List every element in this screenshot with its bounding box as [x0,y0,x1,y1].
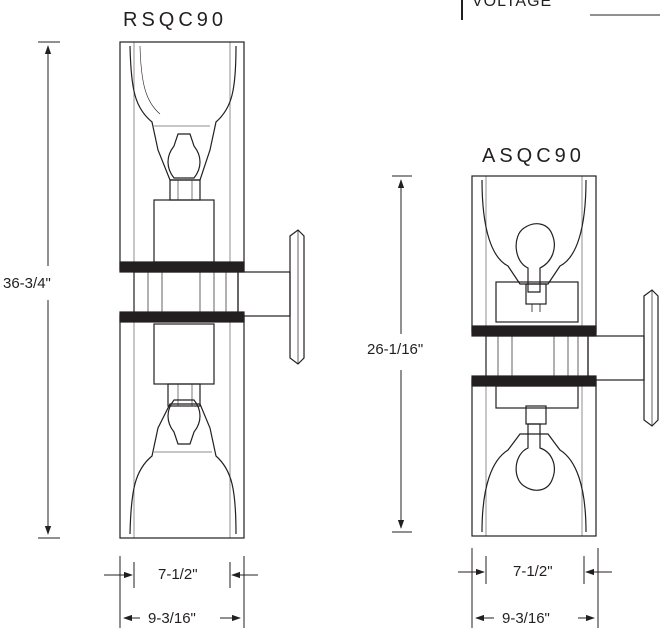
asqc90-width-dimension [458,548,612,628]
asqc90-upper-bulb [515,223,555,293]
rsqc90-wall-plate [289,229,305,365]
rsqc90-lower-shade [129,403,237,535]
rsqc90-inner-width-label: 7-1/2" [158,566,198,583]
asqc90-height-label: 26-1/16" [367,341,424,358]
asqc90-lower-bulb [515,423,555,491]
asqc90-arm [587,335,645,381]
asqc90-fixture [471,175,659,537]
rsqc90-upper-shade [129,45,237,181]
rsqc90-upper-housing [119,41,245,271]
asqc90-model-label: ASQC90 [482,145,585,167]
rsqc90-outer-width-label: 9-3/16" [148,610,196,627]
rsqc90-lower-bulb [167,399,201,445]
asqc90-wall-plate [643,289,659,427]
asqc90-lower-shade [481,433,587,533]
rsqc90-height-dimension [38,41,60,539]
rsqc90-upper-bulb [167,133,201,179]
rsqc90-height-label: 36-3/4" [3,275,51,292]
rsqc90-width-dimension [104,556,258,628]
rsqc90-lower-housing [119,315,245,539]
asqc90-inner-width-label: 7-1/2" [513,563,553,580]
asqc90-height-dimension [392,175,412,533]
asqc90-outer-width-label: 9-3/16" [502,610,550,627]
voltage-field [461,0,660,20]
rsqc90-model-label: RSQC90 [123,9,228,31]
rsqc90-arm [237,271,291,317]
asqc90-coupling [485,335,589,381]
voltage-label: VOLTAGE [472,0,553,10]
rsqc90-coupling [133,271,239,317]
rsqc90-fixture [119,41,305,539]
asqc90-upper-shade [481,179,587,285]
